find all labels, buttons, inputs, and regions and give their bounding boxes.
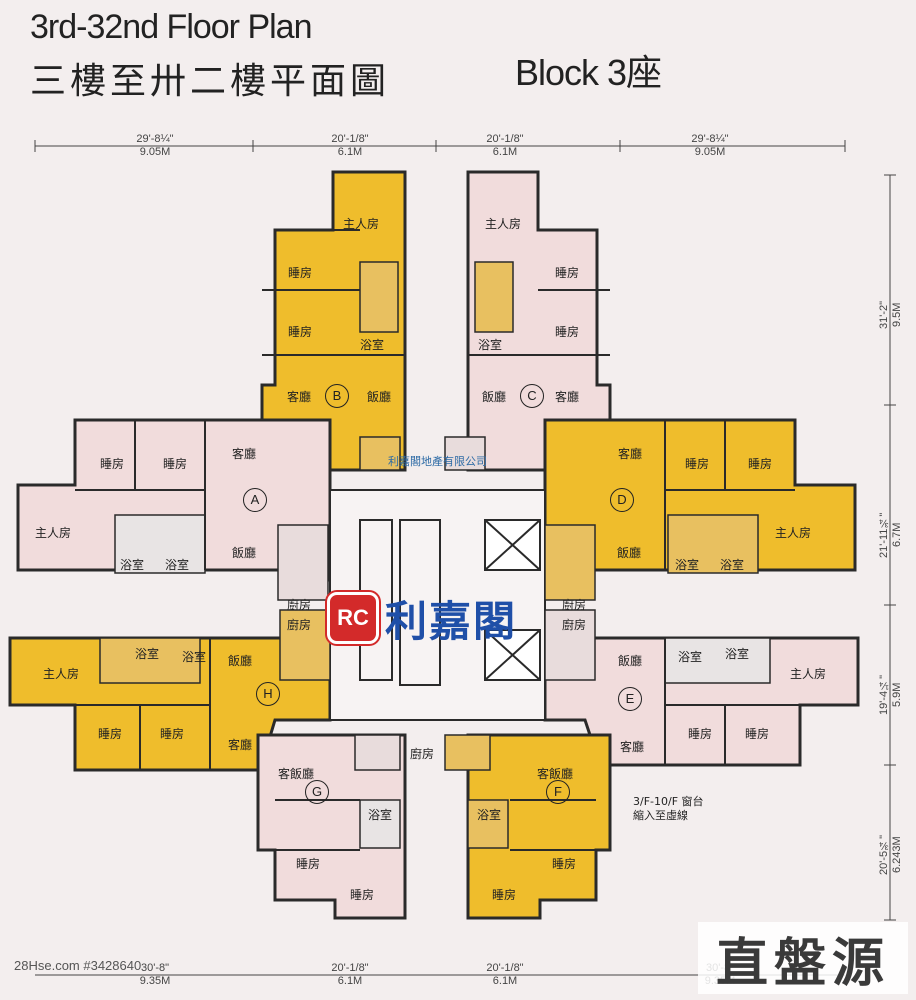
company-logo: RC 利嘉閣 — [327, 583, 549, 653]
company-name-small: 利嘉閣地產有限公司 — [388, 455, 487, 468]
room-dining: 飯廳 — [482, 390, 507, 404]
room-bath: 浴室 — [478, 338, 503, 352]
unit-marker-g: G — [305, 780, 329, 804]
room-master: 主人房 — [43, 667, 80, 681]
room-bath: 浴室 — [135, 647, 160, 661]
room-bedroom: 睡房 — [745, 727, 770, 741]
room-bath: 浴室 — [675, 558, 700, 572]
room-kitchen: 廚房 — [562, 618, 587, 632]
room-bath: 浴室 — [477, 808, 502, 822]
room-kitchen: 廚房 — [287, 618, 312, 632]
room-bedroom: 睡房 — [98, 727, 123, 741]
title-english: 3rd-32nd Floor Plan — [30, 8, 313, 46]
room-bath: 浴室 — [720, 558, 745, 572]
unit-marker-b: B — [325, 384, 349, 408]
room-bath: 浴室 — [182, 650, 207, 664]
unit-marker-h: H — [256, 682, 280, 706]
dim-top-3: 20'-1/8"6.1M — [486, 133, 524, 158]
room-bedroom: 睡房 — [350, 888, 375, 902]
room-bedroom: 睡房 — [555, 266, 580, 280]
room-living: 客廳 — [228, 738, 253, 752]
title-chinese: 三樓至卅二樓平面圖 — [30, 61, 391, 102]
room-master: 主人房 — [343, 217, 380, 231]
room-living: 客廳 — [287, 390, 312, 404]
unit-marker-d: D — [610, 488, 634, 512]
room-bedroom: 睡房 — [100, 457, 125, 471]
window-note: 3/F-10/F 窗台 縮入至虛線 — [633, 795, 704, 822]
room-bedroom: 睡房 — [492, 888, 517, 902]
room-bedroom: 睡房 — [552, 857, 577, 871]
room-dining: 飯廳 — [618, 654, 643, 668]
room-bedroom: 睡房 — [296, 857, 321, 871]
room-bath: 浴室 — [120, 558, 145, 572]
room-living-dining: 客飯廳 — [278, 767, 315, 781]
room-master: 主人房 — [485, 217, 522, 231]
logo-icon: RC — [327, 592, 379, 644]
room-bedroom: 睡房 — [160, 727, 185, 741]
room-living: 客廳 — [618, 447, 643, 461]
room-bedroom: 睡房 — [288, 325, 313, 339]
room-bath: 浴室 — [725, 647, 750, 661]
dim-top-2: 20'-1/8"6.1M — [331, 133, 369, 158]
room-bath: 浴室 — [678, 650, 703, 664]
unit-marker-e: E — [618, 687, 642, 711]
room-bedroom: 睡房 — [748, 457, 773, 471]
room-living-dining: 客飯廳 — [537, 767, 574, 781]
dim-bottom-1: 30'-8"9.35M — [139, 962, 171, 987]
room-master: 主人房 — [790, 667, 827, 681]
room-master: 主人房 — [35, 526, 72, 540]
source-watermark: 28Hse.com #3428640 — [14, 958, 142, 973]
room-kitchen: 廚房 — [287, 598, 312, 612]
room-bath: 浴室 — [165, 558, 190, 572]
dim-bottom-3: 20'-1/8"6.1M — [486, 962, 524, 987]
room-kitchen: 廚房 — [410, 747, 435, 761]
logo-text: 利嘉閣 — [385, 596, 518, 646]
room-bedroom: 睡房 — [555, 325, 580, 339]
room-kitchen: 廚房 — [562, 598, 587, 612]
room-living: 客廳 — [555, 390, 580, 404]
dim-top-4: 29'-8¼"9.05M — [691, 133, 729, 158]
room-living: 客廳 — [232, 447, 257, 461]
room-bedroom: 睡房 — [685, 457, 710, 471]
unit-marker-c: C — [520, 384, 544, 408]
room-living: 客廳 — [620, 740, 645, 754]
room-bedroom: 睡房 — [288, 266, 313, 280]
corner-mark: 直盤源 — [698, 922, 908, 994]
room-dining: 飯廳 — [617, 546, 642, 560]
dim-top-1: 29'-8¼"9.05M — [136, 133, 174, 158]
block-title: Block 3座 — [515, 52, 662, 93]
dim-bottom-2: 20'-1/8"6.1M — [331, 962, 369, 987]
room-dining: 飯廳 — [367, 390, 392, 404]
room-bedroom: 睡房 — [688, 727, 713, 741]
unit-marker-f: F — [546, 780, 570, 804]
unit-marker-a: A — [243, 488, 267, 512]
room-bath: 浴室 — [360, 338, 385, 352]
room-dining: 飯廳 — [232, 546, 257, 560]
room-bath: 浴室 — [368, 808, 393, 822]
room-dining: 飯廳 — [228, 654, 253, 668]
room-master: 主人房 — [775, 526, 812, 540]
room-bedroom: 睡房 — [163, 457, 188, 471]
